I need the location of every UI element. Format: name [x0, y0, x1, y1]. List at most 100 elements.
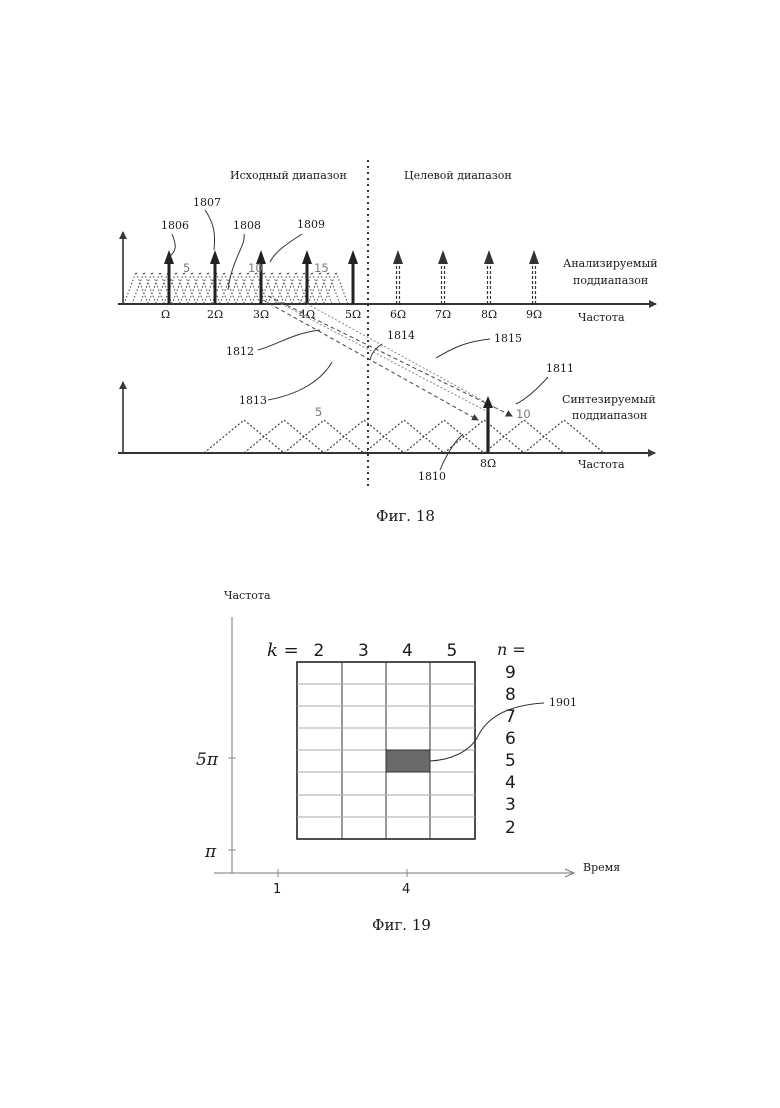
top-tick-label: 3Ω — [253, 308, 269, 321]
subband-triangle — [308, 272, 332, 304]
top-tick-label: 4Ω — [299, 308, 315, 321]
ref-1811: 1811 — [546, 362, 574, 375]
bottom-subband-triangles — [204, 420, 604, 453]
subband-number-10: 10 — [248, 261, 263, 275]
top-tick-label: Ω — [161, 308, 170, 321]
n-value: 3 — [505, 795, 516, 815]
subband-triangle — [276, 272, 300, 304]
figure-18-caption: Фиг. 18 — [376, 507, 435, 525]
ref-1813: 1813 — [239, 394, 267, 407]
ref-1809: 1809 — [297, 218, 325, 231]
bottom-subband-number-5: 5 — [315, 405, 322, 419]
n-value: 5 — [505, 751, 516, 771]
ref-1812: 1812 — [226, 345, 254, 358]
top-tick-label: 9Ω — [526, 308, 542, 321]
synth-subband-triangle — [484, 420, 564, 453]
target-harmonic-arrow — [393, 250, 403, 304]
fig19-y-tick-5pi: 5π — [196, 750, 219, 770]
synth-subband-triangle — [364, 420, 444, 453]
source-harmonic-arrow — [210, 250, 220, 304]
top-tick-label: 8Ω — [481, 308, 497, 321]
subband-number-15: 15 — [314, 261, 329, 275]
subband-triangle — [180, 272, 204, 304]
ref-1814: 1814 — [387, 329, 415, 342]
fig19-x-axis-label: Время — [583, 861, 620, 874]
ref-1806: 1806 — [161, 219, 189, 232]
n-value: 8 — [505, 685, 516, 705]
top-subband-triangles — [124, 272, 348, 304]
bottom-frequency-axis-label: Частота — [578, 458, 625, 471]
n-equals-label: n = — [497, 640, 526, 659]
analyzed-subband-label-line1: Анализируемый — [563, 257, 658, 270]
source-harmonic-arrow — [348, 250, 358, 304]
subband-triangle — [252, 272, 276, 304]
n-value: 6 — [505, 729, 516, 749]
figure-18: Исходный диапазон Целевой диапазон 5 10 … — [118, 160, 658, 525]
figure-19-caption: Фиг. 19 — [372, 916, 431, 934]
top-tick-label: 6Ω — [390, 308, 406, 321]
k-value: 2 — [314, 641, 325, 661]
target-band-label: Целевой диапазон — [404, 169, 512, 182]
synth-subband-triangle — [284, 420, 364, 453]
n-value: 4 — [505, 773, 516, 793]
fig19-x-tick-1: 1 — [273, 882, 281, 897]
target-harmonic-arrow — [529, 250, 539, 304]
k-equals-label: k = — [267, 640, 299, 661]
ref-1901-leader-line — [430, 703, 544, 761]
k-value: 4 — [402, 641, 413, 661]
bottom-subband-number-10: 10 — [516, 407, 531, 421]
top-tick-label: 7Ω — [435, 308, 451, 321]
n-value: 2 — [505, 818, 516, 838]
subband-number-5: 5 — [183, 261, 190, 275]
subband-triangle — [316, 272, 340, 304]
fig19-x-tick-4: 4 — [402, 882, 410, 897]
ref-1901: 1901 — [549, 696, 577, 709]
analyzed-subband-label-line2: поддиапазон — [573, 274, 648, 287]
subband-triangle — [284, 272, 308, 304]
subband-triangle — [220, 272, 244, 304]
synth-subband-triangle — [204, 420, 284, 453]
top-frequency-axis-label: Частота — [578, 311, 625, 324]
synth-subband-triangle — [404, 420, 484, 453]
ref-1807: 1807 — [193, 196, 221, 209]
subband-triangle — [244, 272, 268, 304]
highlighted-cell-k4-n5 — [386, 750, 430, 772]
subband-triangle — [268, 272, 292, 304]
subband-triangle — [324, 272, 348, 304]
n-value: 9 — [505, 663, 516, 683]
synth-subband-triangle — [524, 420, 604, 453]
subband-triangle — [188, 272, 212, 304]
n-value: 7 — [505, 707, 516, 727]
synth-subband-label-line2: поддиапазон — [572, 409, 647, 422]
synthesized-harmonic-arrow — [483, 396, 493, 453]
leader-lines-middle — [258, 330, 548, 470]
subband-triangle — [228, 272, 252, 304]
top-axis-tick-labels: Ω2Ω3Ω4Ω5Ω6Ω7Ω8Ω9Ω — [161, 308, 542, 321]
ref-1815: 1815 — [494, 332, 522, 345]
synth-subband-triangle — [444, 420, 524, 453]
k-value-labels: 2345 — [314, 641, 458, 661]
figure-19: Частота Время 5π π 1 4 k = 2345 n = 9876… — [196, 589, 620, 934]
subband-triangle — [124, 272, 148, 304]
top-tick-label: 5Ω — [345, 308, 361, 321]
subband-triangle — [260, 272, 284, 304]
fig19-y-axis-label: Частота — [224, 589, 271, 602]
fig19-y-tick-pi: π — [204, 842, 217, 862]
subband-triangle — [172, 272, 196, 304]
subband-triangle — [132, 272, 156, 304]
subband-triangle — [236, 272, 260, 304]
n-value-labels: 9876543 2 — [505, 663, 516, 838]
synth-subband-triangle — [244, 420, 324, 453]
target-band-harmonic-arrows — [393, 250, 539, 304]
ref-1810: 1810 — [418, 470, 446, 483]
target-harmonic-arrow — [484, 250, 494, 304]
k-value: 5 — [447, 641, 458, 661]
subband-triangle — [292, 272, 316, 304]
source-band-label: Исходный диапазон — [230, 169, 347, 182]
ref-1808: 1808 — [233, 219, 261, 232]
synth-subband-label-line1: Синтезируемый — [562, 393, 656, 406]
subband-triangle — [300, 272, 324, 304]
synth-subband-triangle — [324, 420, 404, 453]
